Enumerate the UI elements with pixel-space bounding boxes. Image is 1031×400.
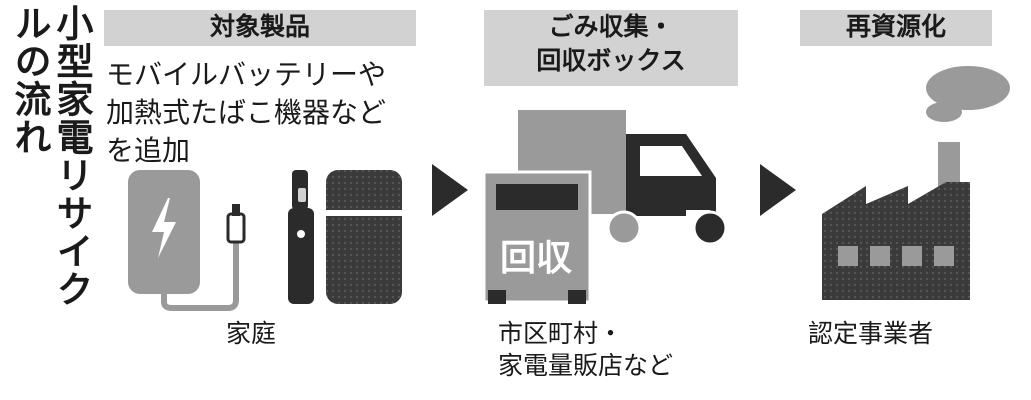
stage-label-line: ごみ収集・ <box>548 12 674 41</box>
stage-label-text: 対象製品 <box>209 12 310 41</box>
caption-household: 家庭 <box>226 319 277 348</box>
caption-line: 家電量販店など <box>498 351 674 380</box>
caption-line: 市区町村・ <box>498 319 624 348</box>
stage-label-text: 再資源化 <box>845 12 946 41</box>
heated-tobacco-device-icon <box>288 170 314 304</box>
stage-label-recycling: 再資源化 <box>800 10 992 46</box>
description-line: 加熱式たばこ機器など <box>106 96 387 129</box>
truck-icon <box>518 110 728 246</box>
caption-municipalities: 市区町村・ 家電量販店など <box>498 318 673 382</box>
flow-arrow-1 <box>432 164 468 216</box>
factory-icon <box>822 142 970 300</box>
collection-box-icon <box>482 170 592 304</box>
description-line: モバイルバッテリーや <box>106 58 387 91</box>
smoke-icon <box>926 66 1010 122</box>
stage-label-collection: ごみ収集・ 回収ボックス <box>484 10 738 86</box>
description-line: を追加 <box>106 134 191 167</box>
mobile-battery-icon <box>128 170 246 311</box>
stage-label-line: 回収ボックス <box>536 46 686 75</box>
caption-certified-operators: 認定事業者 <box>808 319 934 348</box>
diagram-title: 小型家電リサイクルの流れ <box>8 4 93 308</box>
collection-box-label: 回収 <box>500 238 572 279</box>
flow-arrow-2 <box>760 164 796 216</box>
target-products-description: モバイルバッテリーや 加熱式たばこ機器など を追加 <box>106 56 386 170</box>
stage-label-target-products: 対象製品 <box>104 10 416 46</box>
tobacco-case-icon <box>326 170 402 304</box>
